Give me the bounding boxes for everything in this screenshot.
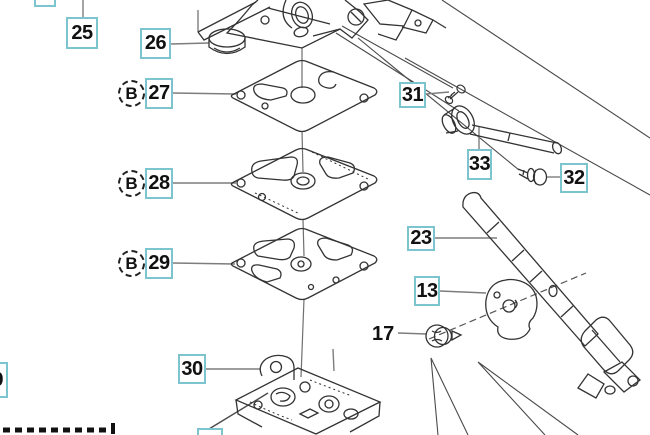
callout-30[interactable]: 30 (178, 354, 206, 384)
callout-26-number: 26 (144, 32, 167, 54)
callout-28-b-prefix: B (118, 170, 145, 197)
callout-27-b-prefix: B (118, 80, 145, 107)
callout-30-number: 30 (181, 357, 203, 380)
gasket-28-drawing (230, 147, 378, 221)
callout-13[interactable]: 13 (414, 276, 440, 306)
callout-23[interactable]: 23 (407, 226, 435, 251)
callout-13-number: 13 (416, 279, 438, 302)
screw-axis-dashed-line (428, 272, 587, 340)
callout-27[interactable]: 27 (145, 78, 173, 109)
callout-leader-lines (82, 0, 560, 430)
callout-9-partial[interactable]: 9 (0, 362, 8, 398)
screw-32-drawing (517, 167, 548, 186)
callout-31-number: 31 (401, 83, 424, 106)
shaft-part-drawing (462, 191, 641, 399)
callout-17-number: 17 (372, 323, 395, 345)
callout-29[interactable]: 29 (145, 248, 173, 279)
plug-part-drawing (208, 28, 246, 55)
callout-33-number: 33 (468, 153, 491, 175)
dotted-boundary-line (3, 423, 115, 434)
callout-27-b-text: B (125, 83, 138, 103)
callout-33[interactable]: 33 (467, 149, 492, 180)
disc-part-drawing (485, 278, 538, 340)
gasket-27-drawing (230, 59, 378, 133)
callout-29-b-prefix: B (118, 250, 145, 277)
assembly-centerline (300, 48, 305, 378)
callout-31[interactable]: 31 (399, 82, 426, 108)
callout-partial-bottom[interactable] (197, 428, 223, 435)
callout-29-number: 29 (148, 252, 170, 274)
callout-29-b-text: B (125, 253, 138, 273)
callout-25[interactable]: 25 (66, 17, 98, 49)
gasket-29-drawing (230, 227, 378, 301)
callout-28-number: 28 (148, 172, 170, 194)
carburetor-body-drawing (197, 0, 447, 49)
callout-25-number: 25 (71, 21, 93, 44)
callout-28[interactable]: 28 (145, 168, 173, 199)
long-leader-lines (335, 0, 650, 196)
callout-17: 17 (372, 323, 394, 346)
callout-27-number: 27 (148, 82, 170, 104)
callout-28-b-text: B (125, 173, 138, 193)
callout-23-number: 23 (410, 227, 432, 249)
screw-17-drawing (425, 324, 463, 348)
callout-partial-top[interactable] (34, 0, 56, 7)
callout-26[interactable]: 26 (140, 28, 171, 59)
wedge-pointer-lines (430, 357, 579, 435)
carburetor-base-drawing (234, 354, 382, 435)
callout-32-number: 32 (563, 166, 585, 189)
callout-32[interactable]: 32 (560, 163, 588, 193)
callout-9-number: 9 (0, 369, 3, 392)
choke-shaft-drawing (441, 105, 563, 155)
screw-31-drawing (444, 84, 466, 105)
